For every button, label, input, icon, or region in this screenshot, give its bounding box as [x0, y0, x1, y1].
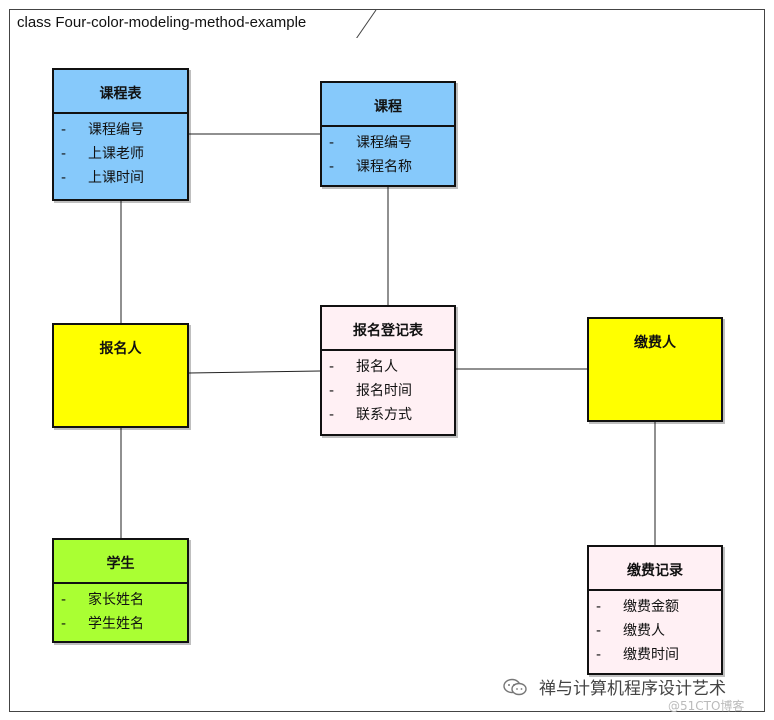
- attribute-item: -报名时间: [329, 383, 412, 399]
- watermark-text: 禅与计算机程序设计艺术: [539, 679, 726, 699]
- attribute-item: -缴费时间: [596, 647, 679, 663]
- class-registration-record[interactable]: 报名登记表 -报名人 -报名时间 -联系方式: [320, 305, 456, 436]
- watermark-source: @51CTO博客: [668, 699, 745, 713]
- attribute-list: -报名人 -报名时间 -联系方式: [322, 351, 454, 427]
- class-name: 缴费记录: [589, 547, 721, 591]
- class-student[interactable]: 学生 -家长姓名 -学生姓名: [52, 538, 189, 643]
- class-name: 报名登记表: [322, 307, 454, 351]
- attribute-item: -课程编号: [61, 122, 144, 138]
- attribute-item: -课程名称: [329, 159, 412, 175]
- attribute-item: -缴费人: [596, 623, 665, 639]
- attribute-item: -报名人: [329, 359, 398, 375]
- class-name: 课程表: [54, 70, 187, 114]
- wechat-icon: [503, 678, 527, 695]
- frame-title: class Four-color-modeling-method-example: [17, 14, 307, 31]
- attribute-list: -缴费金额 -缴费人 -缴费时间: [589, 591, 721, 667]
- class-course[interactable]: 课程 -课程编号 -课程名称: [320, 81, 456, 187]
- attribute-list: -课程编号 -课程名称: [322, 127, 454, 179]
- class-payer[interactable]: 缴费人: [587, 317, 723, 422]
- assoc-registrant-registration: [188, 370, 321, 374]
- class-name: 学生: [54, 540, 187, 584]
- frame-title-tab: [356, 10, 377, 38]
- attribute-item: -家长姓名: [61, 592, 144, 608]
- attribute-item: -上课时间: [61, 170, 144, 186]
- attribute-list: -家长姓名 -学生姓名: [54, 584, 187, 636]
- watermark: 禅与计算机程序设计艺术: [503, 674, 726, 699]
- class-name: 报名人: [99, 341, 142, 357]
- attribute-item: -上课老师: [61, 146, 144, 162]
- class-registrant[interactable]: 报名人: [52, 323, 189, 428]
- attribute-list: -课程编号 -上课老师 -上课时间: [54, 114, 187, 190]
- class-name: 缴费人: [634, 335, 676, 351]
- attribute-item: -缴费金额: [596, 599, 679, 615]
- attribute-item: -课程编号: [329, 135, 412, 151]
- class-payment-record[interactable]: 缴费记录 -缴费金额 -缴费人 -缴费时间: [587, 545, 723, 675]
- class-name: 课程: [322, 83, 454, 127]
- attribute-item: -学生姓名: [61, 616, 144, 632]
- attribute-item: -联系方式: [329, 407, 412, 423]
- class-course-schedule[interactable]: 课程表 -课程编号 -上课老师 -上课时间: [52, 68, 189, 201]
